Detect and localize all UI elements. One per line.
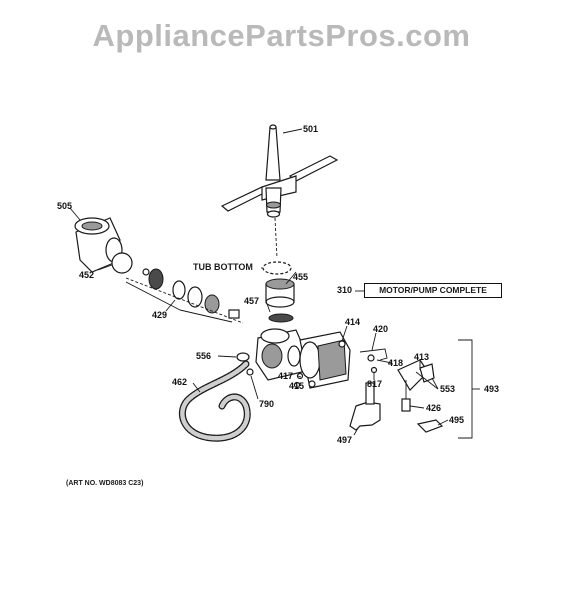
part-417	[296, 372, 304, 380]
callout-452: 452	[79, 270, 95, 280]
wire-420	[359, 348, 388, 361]
callout-420: 420	[373, 324, 389, 334]
callout-556: 556	[196, 351, 212, 361]
switch-parts	[397, 359, 444, 433]
callout-505: 505	[57, 201, 73, 211]
callout-426: 426	[426, 403, 442, 413]
motor-pump-assembly	[255, 328, 351, 389]
watermark: AppliancePartsPros.com	[92, 18, 471, 53]
seal-stack	[265, 278, 295, 323]
callout-493: 493	[484, 384, 500, 394]
tub-ring	[262, 261, 292, 275]
part-817	[370, 366, 378, 374]
callout-457: 457	[244, 296, 260, 306]
bracket-497	[349, 401, 381, 431]
callout-497: 497	[337, 435, 353, 445]
callout-417: 417	[278, 371, 294, 381]
motor-pump-complete-box: MOTOR/PUMP COMPLETE	[364, 283, 502, 298]
spray-arm	[220, 124, 339, 218]
art-number: (ART NO. WD8083 C23)	[66, 480, 144, 487]
callout-501: 501	[303, 124, 319, 134]
part-418	[367, 354, 375, 362]
clip-790	[246, 368, 254, 376]
callout-553: 553	[440, 384, 456, 394]
tub-bottom-label: TUB BOTTOM	[193, 262, 253, 272]
leader-lines	[69, 128, 449, 436]
callout-455: 455	[293, 272, 309, 282]
callout-415: 415	[289, 381, 305, 391]
callout-413: 413	[414, 352, 430, 362]
exploded-filter-assembly	[125, 268, 244, 324]
inlet-housing	[74, 217, 133, 274]
cap-556	[236, 352, 250, 362]
callout-462: 462	[172, 377, 188, 387]
callout-418: 418	[388, 358, 404, 368]
callout-414: 414	[345, 317, 361, 327]
callout-817: 817	[367, 379, 383, 389]
callout-310: 310	[337, 285, 353, 295]
callout-495: 495	[449, 415, 465, 425]
drain-hose	[178, 360, 251, 442]
screw-414	[338, 340, 346, 348]
callout-429: 429	[152, 310, 168, 320]
callout-790: 790	[259, 399, 275, 409]
